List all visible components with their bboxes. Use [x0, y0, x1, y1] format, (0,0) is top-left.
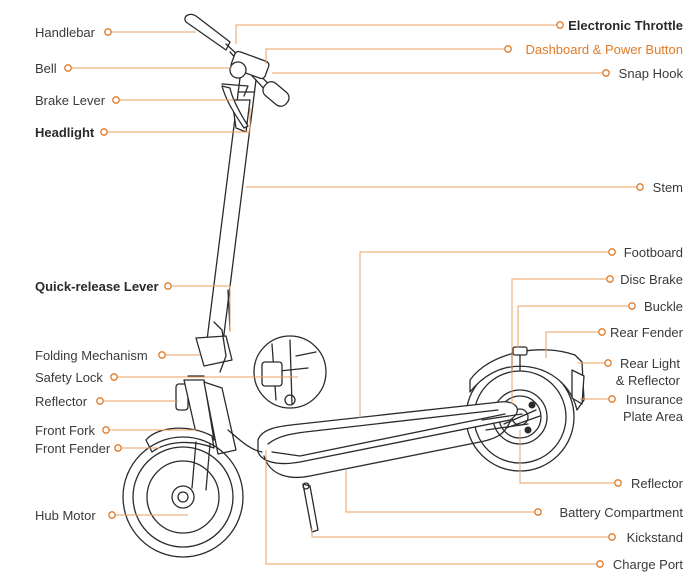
label-battery-compartment: Battery Compartment — [559, 505, 683, 520]
label-handlebar: Handlebar — [35, 25, 96, 40]
kickstand-shape — [302, 483, 319, 533]
label-folding-mechanism: Folding Mechanism — [35, 348, 148, 363]
label-headlight: Headlight — [35, 125, 95, 140]
label-dashboard-power-button: Dashboard & Power Button — [525, 42, 683, 57]
label-safety-lock: Safety Lock — [35, 370, 103, 385]
label-rear-light-line1: Rear Light — [620, 356, 680, 371]
label-reflector-front: Reflector — [35, 394, 88, 409]
stem-shape — [205, 77, 257, 351]
front-assembly — [122, 379, 263, 558]
label-electronic-throttle: Electronic Throttle — [568, 18, 683, 33]
label-brake-lever: Brake Lever — [35, 93, 106, 108]
label-disc-brake: Disc Brake — [620, 272, 683, 287]
label-bell: Bell — [35, 61, 57, 76]
label-front-fender: Front Fender — [35, 441, 111, 456]
leader-dots — [64, 21, 644, 568]
handlebar-shape — [184, 13, 290, 129]
buckle-shape — [512, 346, 528, 356]
label-insurance-line1: Insurance — [626, 392, 683, 407]
leader-lines — [68, 24, 640, 565]
label-footboard: Footboard — [624, 245, 683, 260]
label-charge-port: Charge Port — [613, 557, 683, 572]
label-stem: Stem — [653, 180, 683, 195]
scooter-illustration — [122, 13, 585, 558]
label-hub-motor: Hub Motor — [35, 508, 96, 523]
labels-right: Electronic Throttle Dashboard & Power Bu… — [525, 18, 683, 572]
label-rear-fender: Rear Fender — [610, 325, 684, 340]
rear-light-shape — [571, 369, 585, 405]
rear-fender-shape — [469, 349, 585, 411]
label-kickstand: Kickstand — [627, 530, 683, 545]
label-snap-hook: Snap Hook — [619, 66, 684, 81]
label-buckle: Buckle — [644, 299, 683, 314]
label-reflector-rear: Reflector — [631, 476, 684, 491]
label-insurance-line2: Plate Area — [623, 409, 684, 424]
label-rear-light-line2: & Reflector — [616, 373, 681, 388]
footboard-shape — [257, 401, 529, 479]
folding-detail-inset — [253, 335, 327, 409]
label-quick-release-lever: Quick-release Lever — [35, 279, 159, 294]
labels-left: Handlebar Bell Brake Lever Headlight Qui… — [35, 25, 159, 523]
label-front-fork: Front Fork — [35, 423, 95, 438]
